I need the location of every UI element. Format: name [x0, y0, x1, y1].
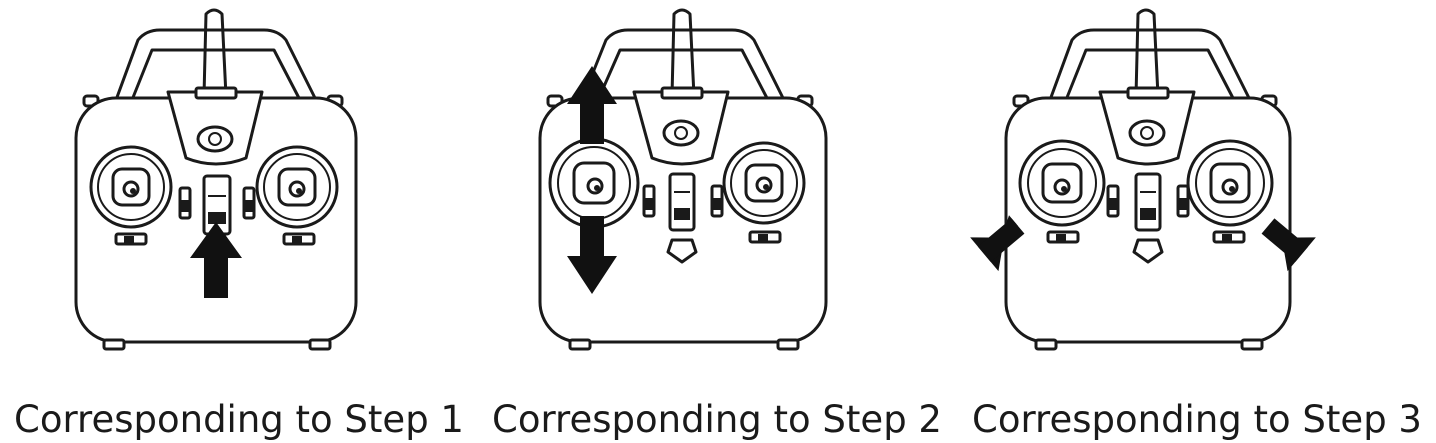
- remote-controller-illustration: [970, 8, 1316, 351]
- right-joystick: [722, 141, 806, 225]
- step-1-panel: Corresponding to Step 1: [0, 0, 478, 443]
- right-joystick: [1186, 139, 1274, 227]
- remote-controller-illustration: [538, 8, 828, 351]
- left-joystick: [89, 145, 173, 229]
- center-display: [668, 172, 696, 232]
- arrow-down-left: [970, 215, 1025, 272]
- power-switch: [196, 125, 234, 153]
- step-2-caption: Corresponding to Step 2: [492, 398, 942, 441]
- step-3-caption: Corresponding to Step 3: [972, 398, 1422, 441]
- power-switch: [1128, 119, 1166, 147]
- step-3-panel: Corresponding to Step 3: [958, 0, 1436, 443]
- step-1-caption: Corresponding to Step 1: [14, 398, 464, 441]
- arrow-down-right: [1261, 218, 1316, 272]
- antenna: [202, 8, 228, 98]
- arrow-up: [567, 66, 617, 144]
- right-joystick: [255, 145, 339, 229]
- center-display: [1134, 172, 1162, 232]
- remote-controller-illustration: [74, 8, 358, 351]
- power-switch: [662, 119, 700, 147]
- arrow-up: [190, 222, 242, 298]
- step-2-panel: Corresponding to Step 2: [478, 0, 956, 443]
- left-joystick: [548, 137, 640, 229]
- left-joystick: [1018, 139, 1106, 227]
- carry-handle: [114, 28, 318, 102]
- arrow-down: [567, 216, 617, 294]
